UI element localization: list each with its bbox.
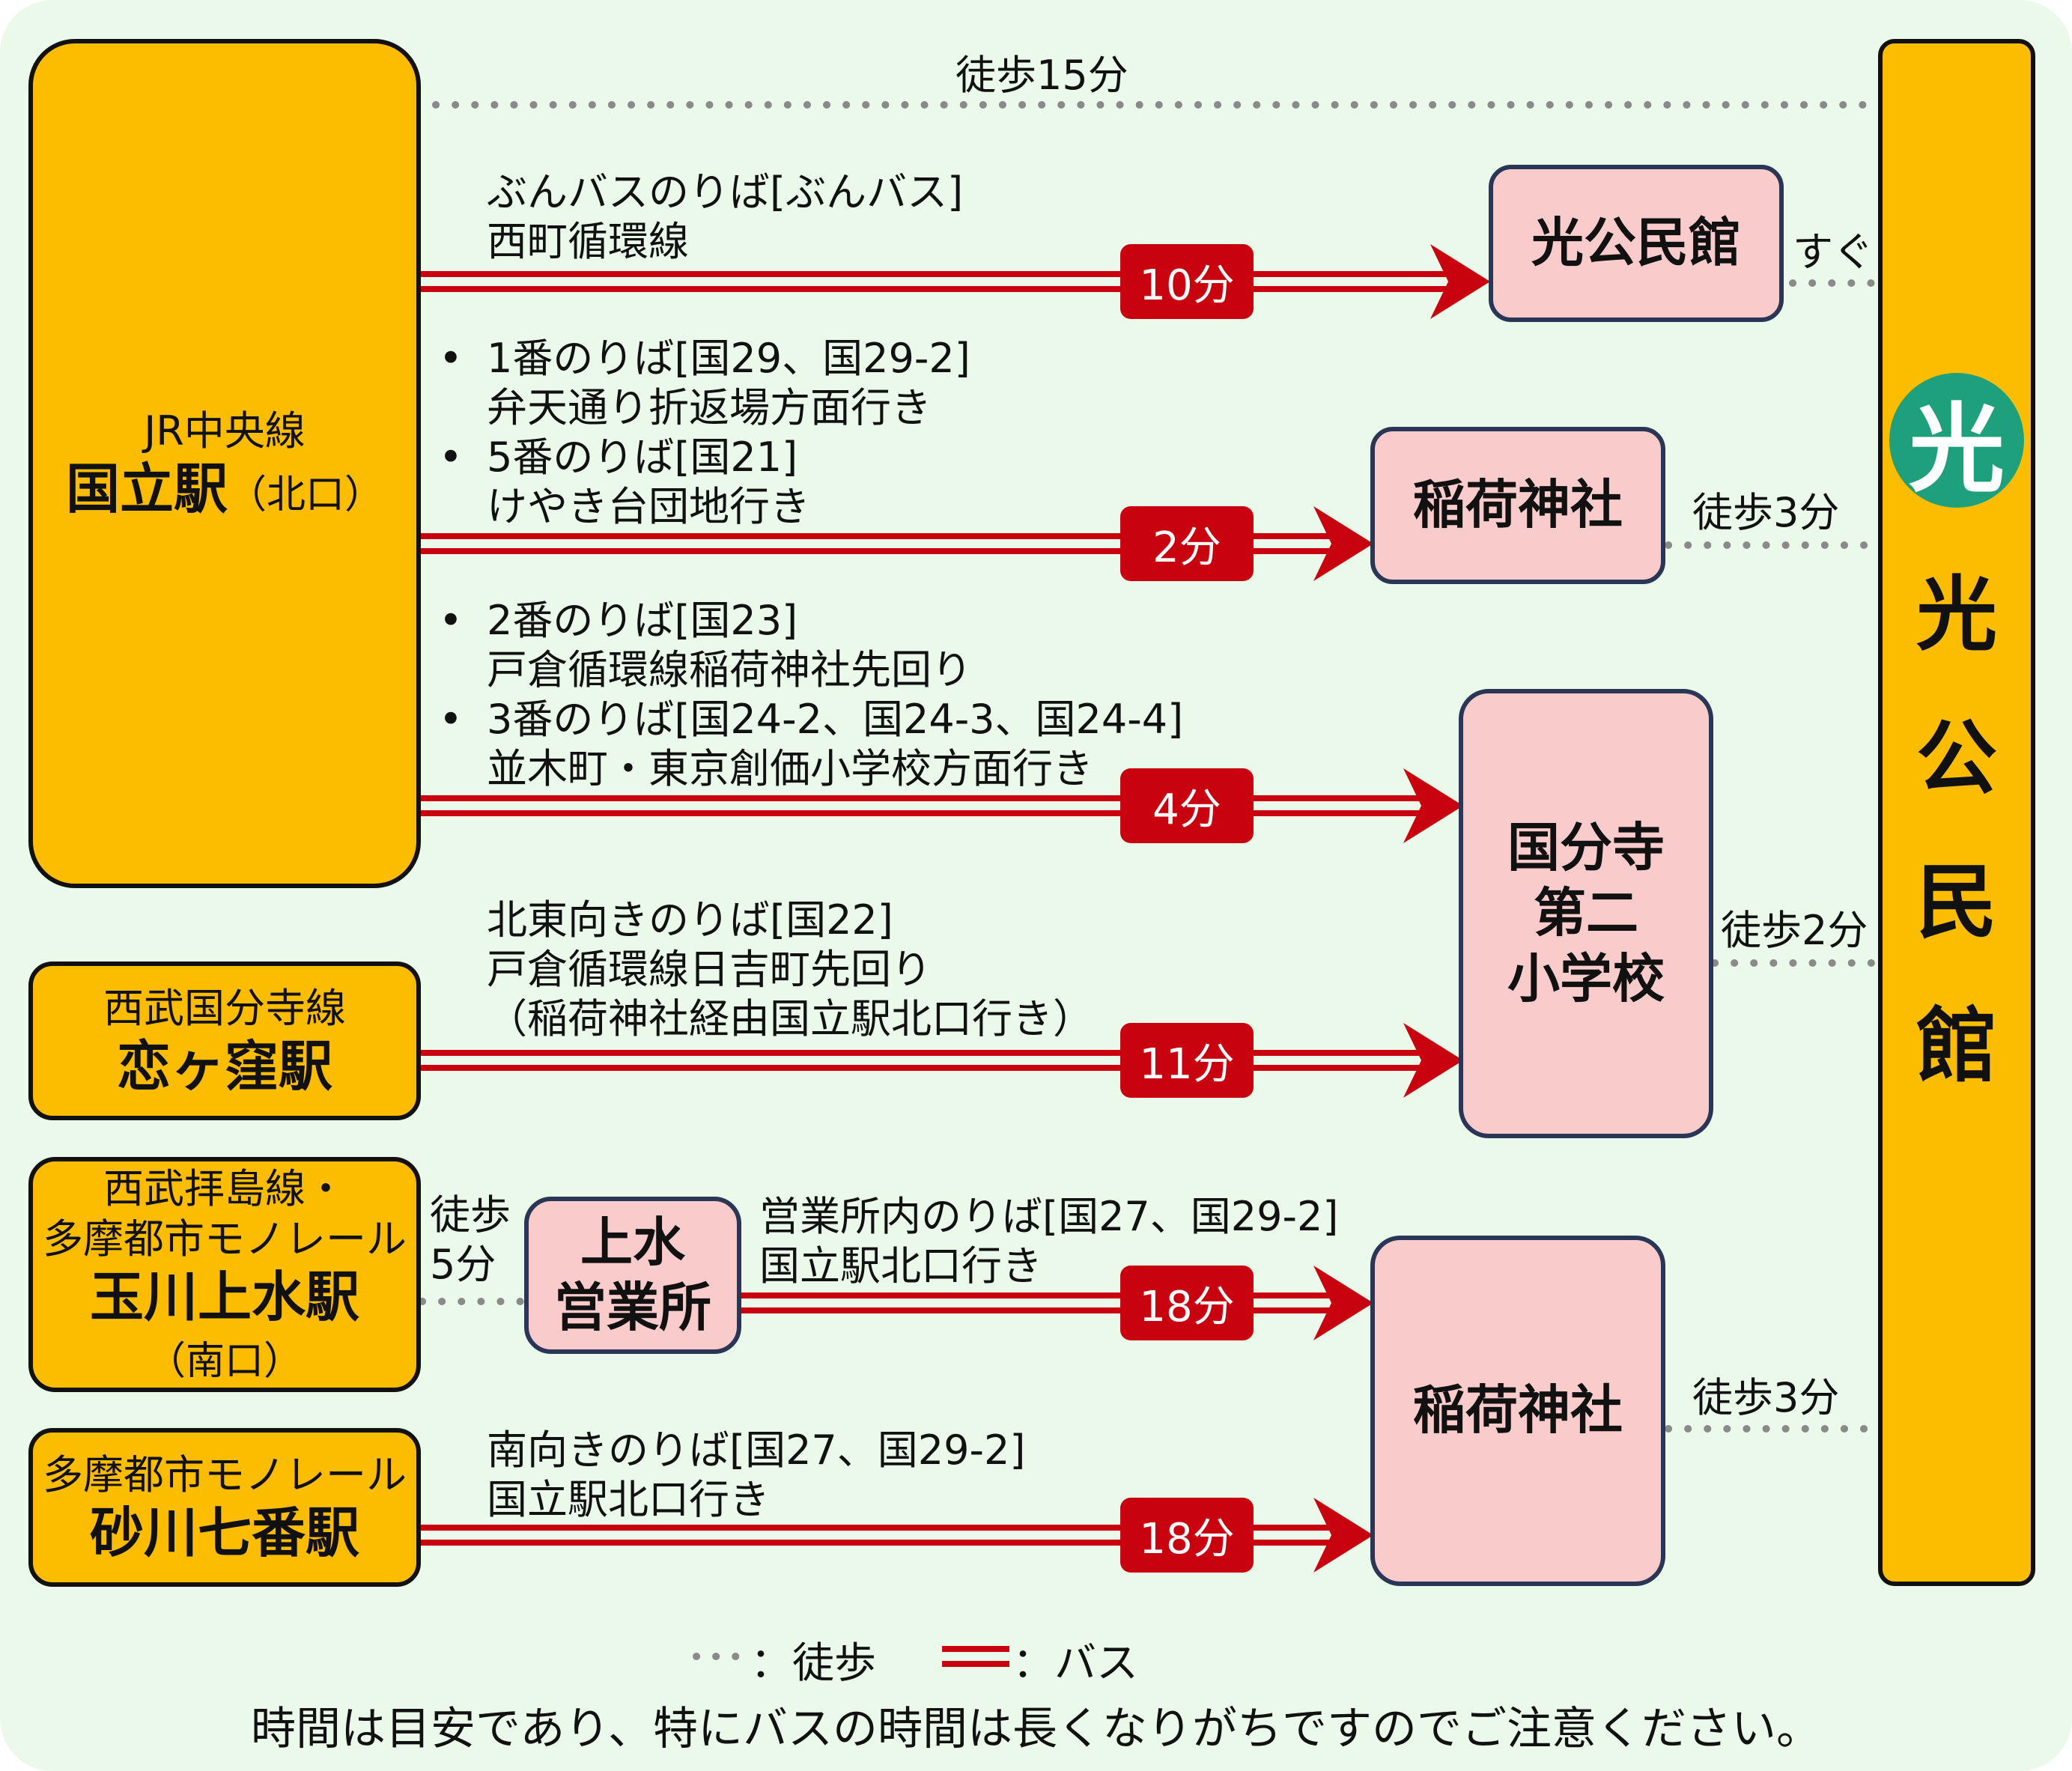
walk-label-inari-upper: 徒歩3分 [1692,489,1840,536]
arrowhead-josui [1313,1266,1373,1340]
stop-hikari-kominkan: 光公民館 [1489,165,1784,322]
station-kunitachi-exit: （北口） [228,472,384,517]
station-tamagawa-josui: 西武拝島線・ 多摩都市モノレール 玉川上水駅 （南口） [28,1157,421,1392]
route-sunagawa-label: 南向きのりば[国27、国29-2] 国立駅北口行き [487,1426,1025,1525]
walk-label-tamagawa-2: 5分 [430,1240,496,1288]
bullet-mark: • [439,597,463,644]
stop-inari-upper: 稲荷神社 [1370,427,1665,584]
route-koigakubo-line-1: 北東向きのりば[国22] [487,896,893,944]
time-badge-josui: 18分 [1120,1266,1254,1340]
bus-line-koigakubo [421,1050,1421,1071]
route-inari-bullet-2: • 5番のりば[国21] けやき台団地行き [439,433,970,532]
walk-label-inari-lower: 徒歩3分 [1692,1374,1840,1421]
station-kunitachi-name-row: 国立駅（北口） [66,457,383,521]
destination-name-char-3: 民 [1915,856,1997,950]
bullet-mark: • [439,695,463,743]
bullet-mark: • [439,335,463,382]
arrowhead-sunagawa [1313,1498,1373,1573]
stop-kokubunji-label-1: 国分寺 [1507,816,1665,878]
arrowhead-kokubunji [1403,768,1463,843]
station-sunagawa: 多摩都市モノレール 砂川七番駅 [28,1428,421,1587]
route-kokubunji-2-line-2: 並木町・東京創価小学校方面行き [487,744,1093,792]
route-koigakubo-line-2: 戸倉循環線日吉町先回り [487,945,932,993]
stop-kokubunji-label-2: 第二 [1534,882,1638,944]
walk-label-direct: 徒歩15分 [956,52,1128,99]
bus-line-hikari [421,271,1448,292]
route-kokubunji-1-line-1: 2番のりば[国23] [487,597,798,644]
stop-josui-office: 上水 営業所 [524,1197,741,1354]
legend-bus-sample [942,1646,1009,1667]
route-josui-line-1: 営業所内のりば[国27、国29-2] [759,1193,1339,1240]
route-kokubunji-2-line-1: 3番のりば[国24-2、国24-3、国24-4] [487,695,1184,743]
legend-walk-label: ：徒歩 [750,1639,876,1688]
route-sunagawa-line-2: 国立駅北口行き [487,1475,770,1523]
route-sunagawa-line-1: 南向きのりば[国27、国29-2] [487,1427,1026,1474]
destination-name: 光 公 民 館 [1916,575,1997,1150]
station-tamagawa-exit: （南口） [146,1339,303,1385]
station-koigakubo-name: 恋ヶ窪駅 [116,1034,332,1098]
station-kunitachi: JR中央線 国立駅（北口） [28,39,421,888]
route-inari-bullet-1: • 1番のりば[国29、国29-2] 弁天通り折返場方面行き [439,334,970,433]
legend-bus-label: ：バス [1012,1639,1138,1688]
walk-label-tamagawa-1: 徒歩 [430,1191,511,1239]
stop-kokubunji-label-3: 小学校 [1507,947,1665,1009]
route-hikari-line-2: 西町循環線 [487,217,689,265]
arrowhead-inari-upper [1313,506,1373,581]
stop-inari-lower-label: 稲荷神社 [1413,1379,1623,1442]
route-hikari-line-1: ぶんバスのりば[ぶんバス] [487,168,964,216]
station-kunitachi-line: JR中央線 [144,407,306,455]
route-josui-label: 営業所内のりば[国27、国29-2] 国立駅北口行き [759,1192,1338,1291]
route-inari-2-line-2: けやき台団地行き [487,482,810,530]
time-badge-hikari: 10分 [1120,244,1254,319]
time-badge-sunagawa: 18分 [1120,1498,1254,1573]
arrowhead-hikari [1430,244,1490,319]
stop-inari-upper-label: 稲荷神社 [1413,474,1623,536]
stop-hikari-label: 光公民館 [1531,212,1741,274]
stop-josui-label-2: 営業所 [554,1277,711,1338]
station-tamagawa-line-2: 多摩都市モノレール [43,1215,407,1263]
route-kokubunji-1-line-2: 戸倉循環線稲荷神社先回り [487,645,972,693]
destination-name-char-1: 光 [1915,568,1997,662]
route-koigakubo-line-3: （稲荷神社経由国立駅北口行き） [487,994,1093,1042]
route-josui-line-2: 国立駅北口行き [759,1242,1042,1289]
station-koigakubo-line: 西武国分寺線 [103,985,346,1033]
route-hikari-label: ぶんバスのりば[ぶんバス] 西町循環線 [487,168,963,267]
stop-kokubunji-school: 国分寺 第二 小学校 [1459,689,1713,1138]
route-inari-1-line-1: 1番のりば[国29、国29-2] [487,335,970,382]
walk-label-kokubunji: 徒歩2分 [1721,907,1868,954]
time-badge-koigakubo: 11分 [1120,1023,1254,1098]
caution-note: 時間は目安であり、特にバスの時間は長くなりがちですのでご注意ください。 [251,1703,1821,1755]
station-sunagawa-line: 多摩都市モノレール [43,1451,407,1499]
destination-name-char-2: 公 [1915,712,1997,806]
walk-label-hikari: すぐ [1793,228,1874,276]
destination-hikari-kominkan: 光 光 公 民 館 [1878,39,2035,1586]
station-koigakubo: 西武国分寺線 恋ヶ窪駅 [28,962,421,1120]
route-inari-label: • 1番のりば[国29、国29-2] 弁天通り折返場方面行き • 5番のりば[国… [439,334,970,532]
station-tamagawa-name: 玉川上水駅 [89,1265,359,1328]
stop-inari-lower: 稲荷神社 [1370,1236,1665,1586]
station-kunitachi-name: 国立駅 [65,457,228,520]
destination-name-char-4: 館 [1915,1000,1997,1093]
time-badge-inari: 2分 [1120,506,1254,581]
bus-line-kokubunji [421,795,1421,816]
arrowhead-koigakubo [1403,1023,1463,1098]
route-kokubunji-label: • 2番のりば[国23] 戸倉循環線稲荷神社先回り • 3番のりば[国24-2、… [439,596,1184,794]
walk-label-tamagawa: 徒歩 5分 [430,1191,511,1289]
route-kokubunji-bullet-2: • 3番のりば[国24-2、国24-3、国24-4] 並木町・東京創価小学校方面… [439,695,1184,794]
bullet-mark: • [439,433,463,481]
route-inari-2-line-1: 5番のりば[国21] [487,433,798,481]
stop-josui-label-1: 上水 [580,1211,685,1273]
route-inari-1-line-2: 弁天通り折返場方面行き [487,383,932,431]
time-badge-kokubunji: 4分 [1120,768,1254,843]
route-koigakubo-label: 北東向きのりば[国22] 戸倉循環線日吉町先回り （稲荷神社経由国立駅北口行き） [487,896,1093,1044]
station-sunagawa-name: 砂川七番駅 [89,1501,359,1564]
hikari-logo-icon: 光 [1889,373,2024,508]
route-kokubunji-bullet-1: • 2番のりば[国23] 戸倉循環線稲荷神社先回り [439,596,1183,695]
station-tamagawa-line-1: 西武拝島線・ [103,1164,346,1212]
